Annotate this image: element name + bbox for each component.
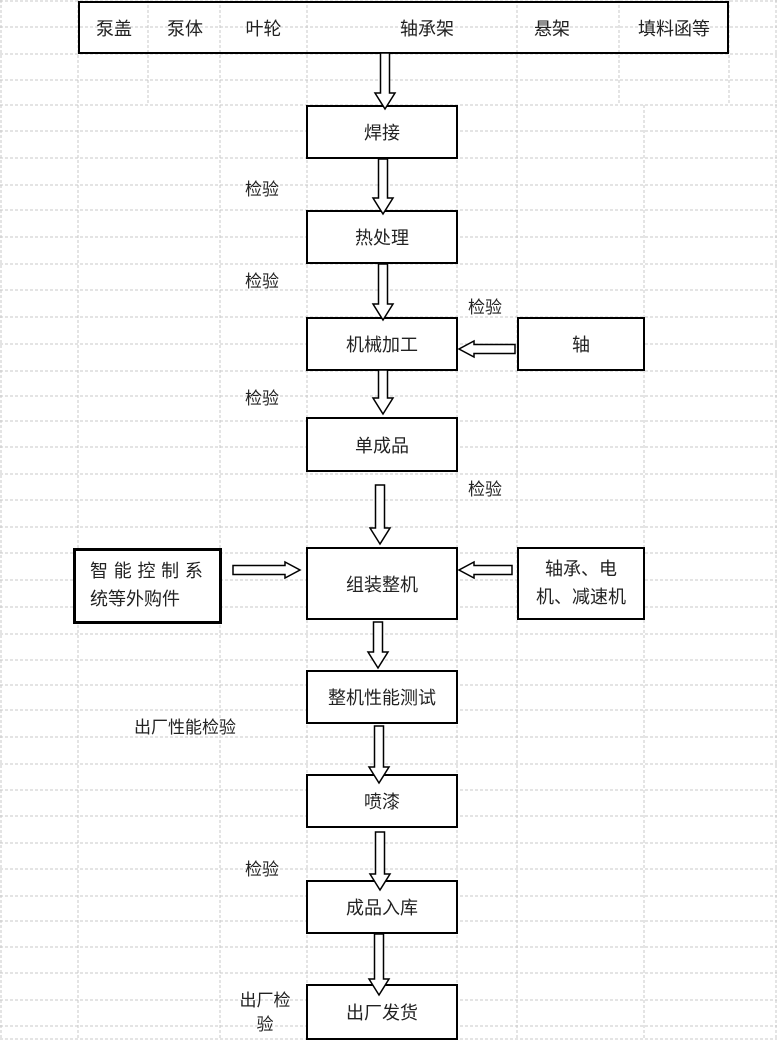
step-welding-label: 焊接: [364, 123, 400, 144]
inspection-label-welding: 检验: [245, 180, 279, 200]
step-shipping: 出厂发货: [306, 984, 458, 1040]
input-control-system: 智 能 控 制 系 统等外购件: [73, 548, 222, 624]
input-bearings-motor-line2: 机、减速机: [536, 586, 626, 608]
step-machining: 机械加工: [306, 317, 458, 371]
step-assembly: 组装整机: [306, 547, 458, 620]
step-painting-label: 喷漆: [364, 792, 400, 813]
step-heat-treatment-label: 热处理: [355, 228, 409, 249]
part-suspension: 悬架: [534, 18, 570, 40]
step-heat-treatment: 热处理: [306, 210, 458, 264]
input-control-system-line1: 智 能 控 制 系: [90, 561, 203, 582]
step-warehousing: 成品入库: [306, 880, 458, 934]
part-pump-body: 泵体: [167, 18, 203, 40]
step-shipping-label: 出厂发货: [346, 1003, 418, 1024]
inspection-label-heat-treatment: 检验: [245, 272, 279, 292]
inspection-label-painting: 检验: [245, 860, 279, 880]
part-pump-cover: 泵盖: [96, 18, 132, 40]
inspection-label-shaft: 检验: [468, 298, 502, 318]
step-single-product: 单成品: [306, 417, 458, 472]
step-welding: 焊接: [306, 105, 458, 159]
part-impeller: 叶轮: [245, 18, 282, 40]
step-performance-test: 整机性能测试: [306, 670, 458, 724]
input-control-system-line2: 统等外购件: [90, 589, 180, 610]
inspection-label-factory-line1: 出厂检: [239, 991, 291, 1011]
step-single-product-label: 单成品: [355, 435, 409, 457]
inspection-label-machining: 检验: [245, 389, 279, 409]
input-bearings-motor: 轴承、电 机、减速机: [517, 547, 645, 620]
step-performance-test-label: 整机性能测试: [328, 688, 436, 709]
input-shaft: 轴: [517, 317, 645, 371]
part-bearing-frame: 轴承架: [400, 18, 454, 40]
input-bearings-motor-line1: 轴承、电: [545, 558, 617, 580]
step-warehousing-label: 成品入库: [346, 898, 418, 919]
step-painting: 喷漆: [306, 774, 458, 828]
inspection-label-factory-line2: 验: [256, 1015, 274, 1035]
part-stuffing-box: 填料函等: [638, 18, 710, 40]
inspection-label-single-product: 检验: [468, 480, 502, 500]
parts-header-frame: [78, 1, 729, 54]
input-shaft-label: 轴: [572, 335, 590, 356]
step-machining-label: 机械加工: [346, 335, 418, 356]
step-assembly-label: 组装整机: [346, 574, 418, 596]
inspection-label-factory-performance: 出厂性能检验: [134, 718, 236, 738]
inspection-label-factory: 出厂检 验: [236, 989, 294, 1037]
